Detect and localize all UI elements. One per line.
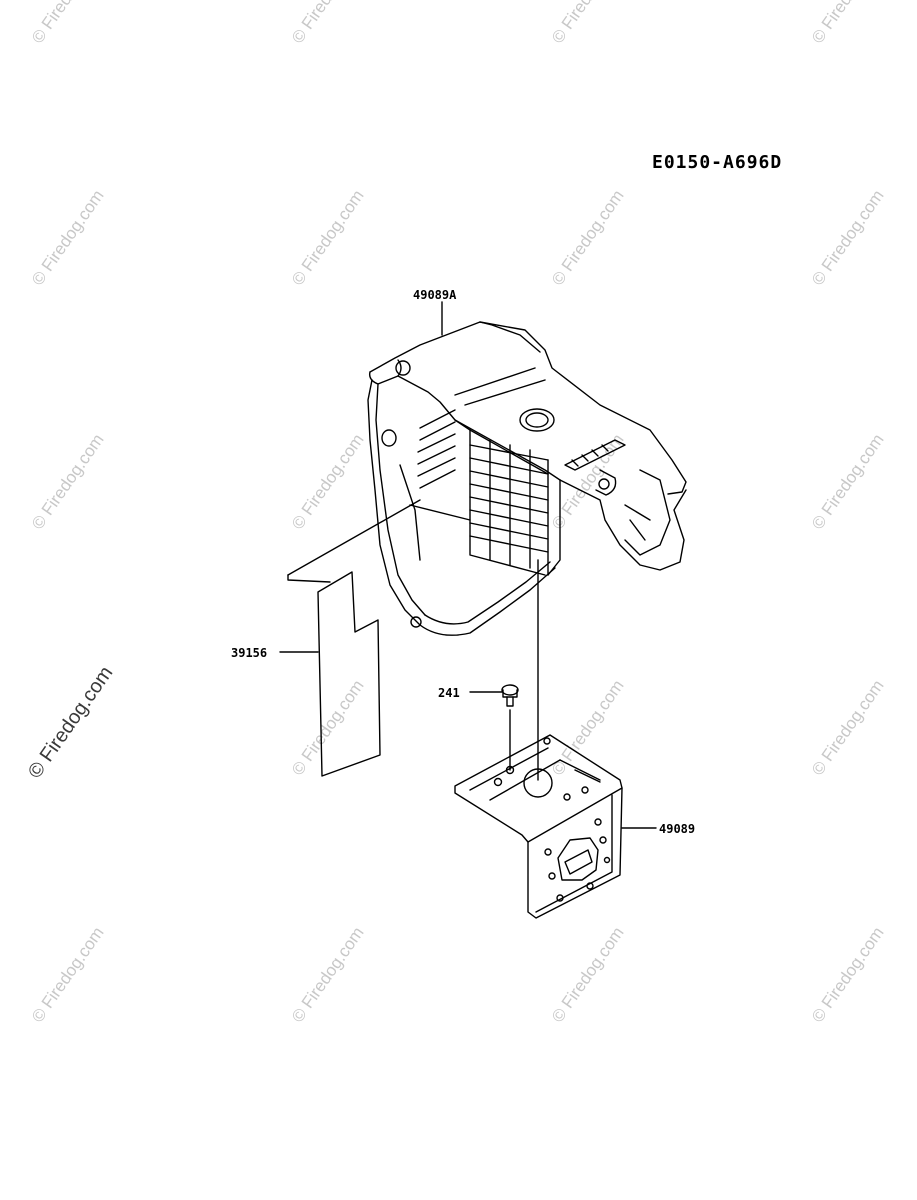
- bolt-part-241: [469, 684, 519, 771]
- diagram-code: E0150-A696D: [652, 152, 783, 173]
- reference-lines: [287, 499, 539, 781]
- part-label-49089A: 49089A: [413, 288, 457, 302]
- part-label-49089: 49089: [659, 822, 696, 836]
- gasket-part-39156: [279, 571, 381, 777]
- cover-part-49089A: [367, 301, 687, 636]
- part-label-241: 241: [438, 686, 460, 700]
- part-label-39156: 39156: [231, 646, 268, 660]
- bracket-part-49089: [454, 734, 657, 919]
